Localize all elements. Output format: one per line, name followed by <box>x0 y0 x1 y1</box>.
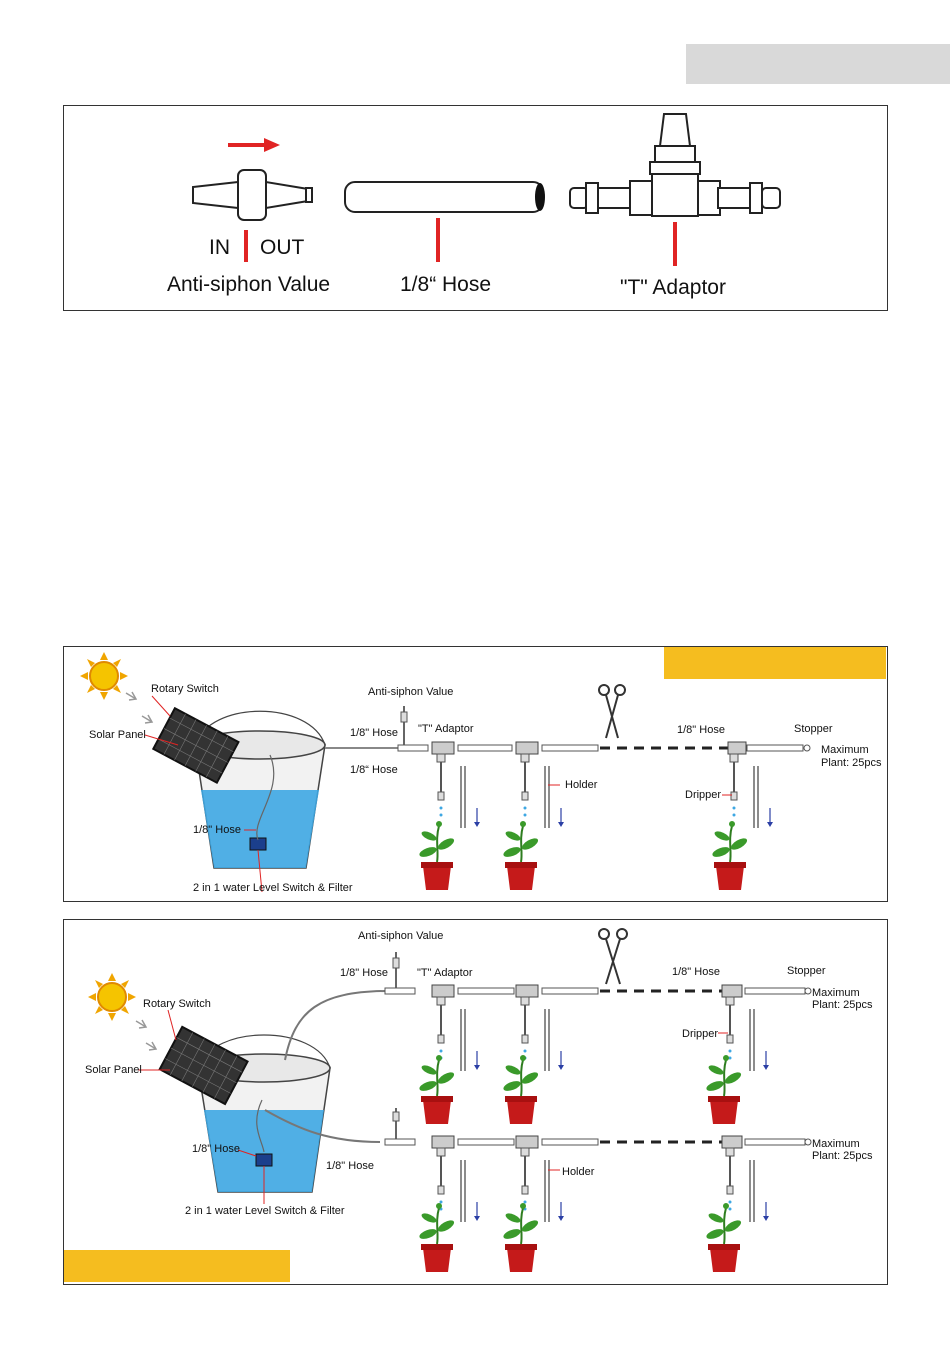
pipe-segments-bottom <box>384 1138 806 1146</box>
out-label: OUT <box>260 236 305 259</box>
scissors-icon <box>598 928 628 985</box>
dripper-assembly-bottom-3 <box>725 1147 770 1223</box>
holder-label: Holder <box>562 1166 595 1178</box>
filter-label: 2 in 1 water Level Switch & Filter <box>193 882 353 894</box>
t-adaptor-caption: "T" Adaptor <box>620 276 726 299</box>
flow-direction-arrow <box>228 138 280 152</box>
header-tab <box>686 44 950 84</box>
filter-label: 2 in 1 water Level Switch & Filter <box>185 1205 345 1217</box>
t-adaptor-icon <box>515 1135 539 1149</box>
filter-icon <box>255 1153 273 1167</box>
t-adaptor-drawing <box>569 113 781 217</box>
t-adaptor-icon <box>721 1135 743 1149</box>
t-adaptor-label: "T" Adaptor <box>417 967 473 979</box>
solar-panel-label: Solar Panel <box>85 1064 142 1076</box>
stopper-icon <box>804 1138 812 1146</box>
hose-label-c: 1/8" Hose <box>677 724 725 736</box>
callout-lines <box>138 1009 728 1204</box>
t-adaptor-icon <box>431 984 455 998</box>
dripper-assembly-bottom-2 <box>520 1147 565 1223</box>
rotary-switch-label: Rotary Switch <box>151 683 219 695</box>
callout-lines <box>144 695 732 893</box>
plant-pot-bottom-3 <box>704 1202 744 1273</box>
dripper-label: Dripper <box>685 789 722 801</box>
hose-drawing <box>344 181 545 213</box>
anti-siphon-valve-icon-bottom <box>392 1108 400 1140</box>
holder-label: Holder <box>565 779 598 791</box>
pipe-segments-top <box>384 987 806 995</box>
anti-siphon-valve-icon <box>400 706 408 746</box>
sun-ray-arrows-icon <box>135 1019 158 1051</box>
max-plant-line1: Maximum <box>821 744 869 756</box>
diagram2-banner <box>64 1250 290 1282</box>
dripper-assembly-top-2 <box>520 996 565 1072</box>
anti-siphon-label: Anti-siphon Value <box>358 930 444 942</box>
max-plant-bottom-line1: Maximum <box>812 1138 860 1150</box>
sun-icon <box>87 972 137 1022</box>
hose-caption: 1/8“ Hose <box>400 273 492 296</box>
solar-panel-drawing <box>151 706 240 785</box>
bucket-drawing <box>194 710 326 869</box>
solar-panel-drawing <box>158 1025 249 1106</box>
max-plant-top-line1: Maximum <box>812 987 860 999</box>
plant-pot-top-2 <box>501 1054 541 1125</box>
stopper-label: Stopper <box>787 965 826 977</box>
plant-pot-top-1 <box>417 1054 457 1125</box>
diagram1-banner <box>664 647 886 679</box>
rotary-switch-label: Rotary Switch <box>143 998 211 1010</box>
t-adaptor-icon <box>515 984 539 998</box>
dripper-label: Dripper <box>682 1028 719 1040</box>
anti-siphon-label: Anti-siphon Value <box>368 686 454 698</box>
t-adaptor-icon <box>721 984 743 998</box>
stopper-label: Stopper <box>794 723 833 735</box>
hose-label-a: 1/8" Hose <box>350 727 398 739</box>
hose-label-b: 1/8“ Hose <box>350 764 398 776</box>
scissors-icon <box>598 684 626 739</box>
hose-label-top: 1/8" Hose <box>340 967 388 979</box>
t-adaptor-icon <box>431 1135 455 1149</box>
sun-ray-arrows-icon <box>125 691 154 724</box>
anti-siphon-valve-icon <box>392 952 400 988</box>
double-line-diagram-panel <box>63 919 888 1285</box>
stopper-icon <box>803 744 811 752</box>
pipe-segments <box>397 744 804 752</box>
anti-siphon-valve-drawing <box>192 169 313 221</box>
solar-panel-label: Solar Panel <box>89 729 146 741</box>
plant-pot-bottom-1 <box>417 1202 457 1273</box>
dripper-assembly-top-1 <box>436 996 481 1072</box>
max-plant-line2: Plant: 25pcs <box>821 757 882 769</box>
max-plant-top-line2: Plant: 25pcs <box>812 999 873 1011</box>
stopper-icon <box>804 987 812 995</box>
hose-label-mid: 1/8" Hose <box>672 966 720 978</box>
anti-siphon-caption: Anti-siphon Value <box>167 273 331 296</box>
hose-label-d: 1/8" Hose <box>193 824 241 836</box>
hose-label-bottom: 1/8" Hose <box>326 1160 374 1172</box>
plant-pot-bottom-2 <box>501 1202 541 1273</box>
t-adaptor-label: "T" Adaptor <box>418 723 474 735</box>
in-label: IN <box>209 236 230 259</box>
plant-pot-top-3 <box>704 1054 744 1125</box>
dripper-assembly-top-3 <box>725 996 770 1072</box>
dripper-assembly-bottom-1 <box>436 1147 481 1223</box>
max-plant-bottom-line2: Plant: 25pcs <box>812 1150 873 1162</box>
hose-label-left: 1/8" Hose <box>192 1143 240 1155</box>
